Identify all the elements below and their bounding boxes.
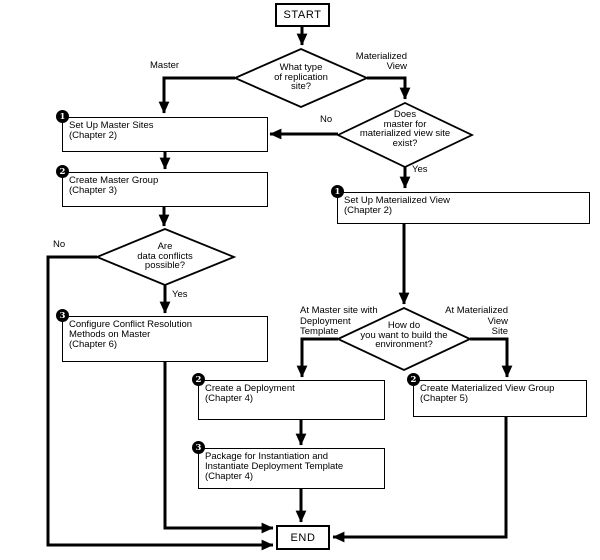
step-label: Package for Instantiation and Instantiat…: [205, 451, 344, 482]
decision-master-exists: [335, 102, 475, 168]
connector-master-branch: [158, 76, 235, 114]
connector-matview-branch: [367, 76, 411, 100]
branch-label-no-conflicts: No: [53, 239, 66, 250]
decision-build-env: [335, 307, 473, 371]
step-label: Set Up Master Sites (Chapter 2): [69, 120, 154, 141]
start-label: START: [283, 9, 322, 21]
step-create-materialized-view-group: 2 Create Materialized View Group (Chapte…: [407, 373, 587, 417]
connector-mvgroup-to-end: [332, 417, 508, 543]
step-label: Create Materialized View Group (Chapter …: [420, 383, 555, 404]
branch-label-materialized-view: Materialized View: [355, 51, 407, 72]
branch-label-yes-master-exists: Yes: [412, 164, 428, 175]
branch-label-yes-conflicts: Yes: [172, 289, 188, 300]
branch-label-master: Master: [150, 60, 180, 71]
branch-label-no-master-exists: No: [320, 114, 333, 125]
decision-data-conflicts-label: Are data conflicts possible?: [137, 241, 193, 271]
start-node: START: [275, 3, 330, 27]
step-create-master-group: 2 Create Master Group (Chapter 3): [56, 165, 268, 207]
step-create-a-deployment: 2 Create a Deployment (Chapter 4): [192, 373, 385, 420]
end-label: END: [290, 531, 316, 544]
decision-data-conflicts: [94, 228, 237, 286]
decision-site-type-label: What type of replication site?: [274, 62, 328, 92]
step-configure-conflict-resolution: 3 Configure Conflict Resolution Methods …: [56, 309, 268, 362]
step-number-badge: 2: [56, 165, 69, 178]
decision-diamonds: [94, 48, 475, 371]
connector-no-conflicts-to-end: [46, 255, 274, 551]
step-number-badge: 1: [56, 110, 69, 123]
step-set-up-materialized-view: 1 Set Up Materialized View (Chapter 2): [331, 185, 590, 224]
connector-at-matview-site: [470, 337, 513, 378]
connector-at-master-site: [296, 337, 338, 378]
decision-build-env-label: How do you want to build the environment…: [360, 320, 448, 350]
step-set-up-master-sites: 1 Set Up Master Sites (Chapter 2): [56, 110, 268, 152]
step-number-badge: 3: [192, 441, 205, 454]
decision-master-exists-label: Does master for materialized view site e…: [359, 109, 451, 149]
branch-label-at-matview-site: At Materialized View Site: [445, 305, 508, 337]
step-label: Configure Conflict Resolution Methods on…: [69, 319, 193, 350]
decision-site-type: [232, 48, 370, 108]
step-number-badge: 3: [56, 309, 69, 322]
step-number-badge: 1: [331, 185, 344, 198]
step-label: Create Master Group (Chapter 3): [69, 175, 159, 196]
flow-connectors: [46, 27, 513, 551]
step-number-badge: 2: [407, 373, 420, 386]
end-node: END: [276, 525, 330, 550]
connector-configure-to-end: [163, 362, 274, 534]
branch-label-at-master-site: At Master site with Deployment Template: [300, 305, 378, 337]
step-label: Create a Deployment (Chapter 4): [205, 383, 295, 404]
step-package-for-instantiation: 3 Package for Instantiation and Instanti…: [192, 441, 385, 489]
step-number-badge: 2: [192, 373, 205, 386]
step-label: Set Up Materialized View (Chapter 2): [344, 195, 450, 216]
